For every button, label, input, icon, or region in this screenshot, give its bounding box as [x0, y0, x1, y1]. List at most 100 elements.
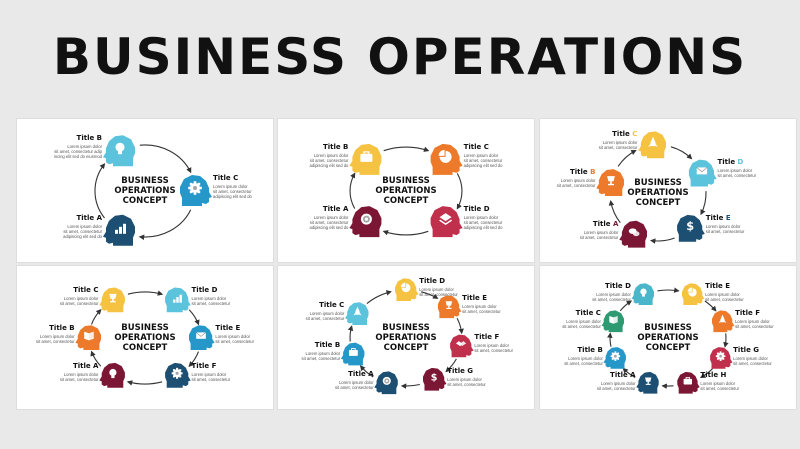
center-title-line: OPERATIONS [375, 333, 437, 343]
item-description-line: Lorem ipsum dolor [463, 215, 499, 221]
item-title: Title B [570, 168, 595, 176]
item-description-line: Lorem ipsum dolor [447, 376, 482, 382]
item-description-line: sit amet, consectetur [309, 220, 349, 226]
item-title-text: Title D [191, 286, 218, 295]
item-description-line: Lorem ipsum dolor [39, 334, 75, 339]
item-description-line: Lorem ipsum dolor [733, 355, 768, 361]
flow-arrow [90, 350, 102, 367]
flow-arrow [90, 309, 102, 325]
item-title: Title D [192, 286, 218, 294]
flow-arrow [445, 358, 457, 373]
chart-icon [115, 223, 126, 234]
item-title-text: Title H [700, 370, 727, 379]
head-node [677, 371, 700, 394]
item-description-line: adipiscing elit sed do [309, 162, 349, 168]
item-title: Title B [577, 346, 602, 354]
gear-icon [171, 367, 183, 379]
center-title-line: BUSINESS [644, 323, 692, 333]
chat-icon [628, 228, 640, 237]
item-title-text: Title B [577, 345, 603, 354]
item-title-text: Title F [735, 309, 760, 318]
item-title-text: Title B [322, 142, 349, 151]
item-title: Title F [735, 309, 760, 317]
item-description-line: Lorem ipsum dolor [63, 371, 99, 377]
item-title: Title F [474, 333, 499, 341]
head-node [601, 310, 624, 333]
item-title-text: Title F [474, 333, 500, 342]
gear-icon [715, 351, 726, 361]
item-title: Title D [605, 282, 631, 290]
flow-arrow [349, 172, 356, 209]
item-description-line: sit amet, consectetur [191, 301, 231, 307]
item-description-line: Lorem ipsum dolor [63, 296, 99, 302]
item-description-line: sit amet, consectetur [335, 385, 374, 391]
head-node [636, 371, 659, 394]
item-description-line: Lorem ipsum dolor [566, 319, 601, 325]
flow-arrow [139, 144, 192, 174]
center-title-line: OPERATIONS [114, 333, 176, 343]
head-node [638, 131, 666, 159]
flow-arrow [607, 332, 613, 347]
item-title: Title A [348, 370, 374, 378]
item-description-line: sit amet, consectetur [564, 360, 603, 366]
center-title-line: CONCEPT [635, 198, 681, 208]
cycle-diagram [75, 287, 215, 388]
cycle-diagram: $ [340, 278, 474, 395]
item-description-line: Lorem ipsum dolor [419, 287, 454, 292]
flow-arrow [347, 325, 354, 342]
head-node [395, 278, 419, 301]
center-title-line: BUSINESS [121, 176, 169, 186]
item-title: Title E [706, 214, 731, 222]
item-description-line: sit amet, consectetur [59, 376, 99, 382]
head-node [189, 325, 215, 350]
svg-text:$: $ [431, 373, 438, 384]
head-node [437, 295, 462, 319]
center-title-line: BUSINESS [382, 176, 430, 186]
item-title-text: Title C [575, 309, 601, 318]
page-title: BUSINESS OPERATIONS [52, 28, 748, 86]
item-title-text: Title A [322, 205, 349, 214]
item-description-line: sit amet, consectetur [705, 228, 745, 234]
item-description-line: Lorem ipsum dolor [735, 319, 770, 325]
item-title: Title C [73, 286, 98, 294]
item-description-line: sit amet, consectetur [562, 324, 601, 330]
item-title: Title F [192, 362, 217, 370]
item-title-text: Title B [76, 134, 102, 143]
head-node [99, 287, 125, 313]
item-description-line: Lorem ipsum dolor [462, 304, 497, 310]
book-icon [609, 316, 618, 324]
flow-arrow [670, 146, 693, 160]
item-description-line: sit amet, consectetur [213, 189, 252, 194]
item-description-line: Lorem ipsum dolor [568, 355, 603, 361]
trophy-icon [645, 377, 652, 385]
bulb-icon [640, 288, 647, 297]
item-title: Title D [717, 158, 743, 166]
item-title-text: Title [717, 158, 736, 167]
rocket-icon [353, 306, 362, 316]
flow-arrow [456, 318, 464, 335]
briefcase-icon [683, 377, 692, 385]
item-description-line: sit amet, consectetur [301, 356, 341, 362]
head-node [103, 214, 135, 246]
item-description-line: sit amet, consectetur [463, 220, 503, 226]
item-title: Title E [705, 282, 730, 290]
target-icon [382, 376, 391, 385]
item-description-line: sit amet, consectetur [419, 292, 458, 297]
item-description-line: Lorem ipsum dolor [560, 178, 596, 184]
item-title: Title B [323, 143, 348, 151]
